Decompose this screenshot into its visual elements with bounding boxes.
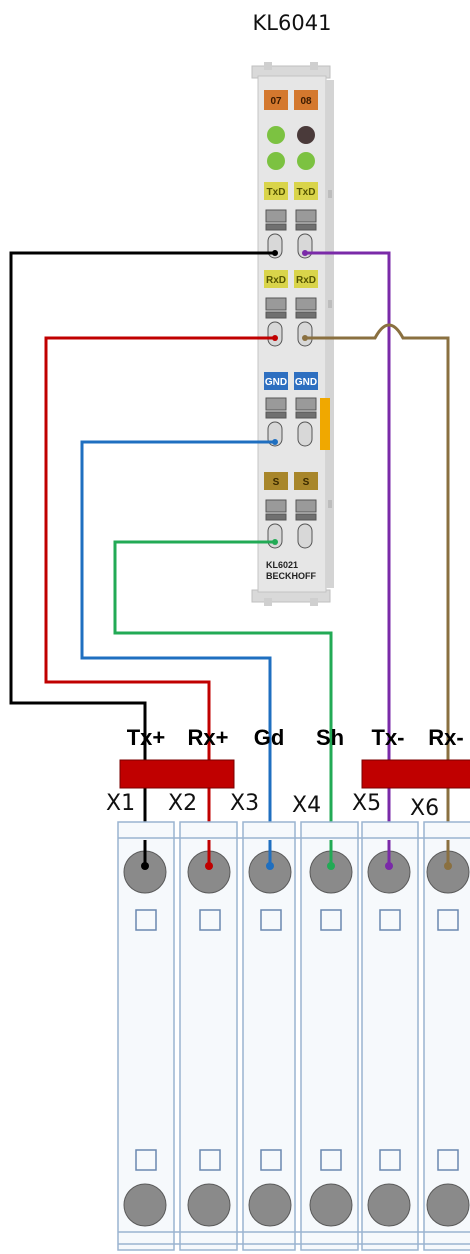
- led-run-2: [267, 152, 285, 170]
- terminal-label-rx-minus: Rx-: [428, 725, 463, 750]
- wire-x4-green: [113, 540, 333, 865]
- tag-08: 08: [300, 96, 312, 107]
- tag-gnd-1: GND: [265, 377, 287, 388]
- wire-x3-blue: [80, 440, 275, 865]
- module-model: KL6021: [266, 560, 298, 570]
- terminal-label-tx-plus: Tx+: [127, 725, 166, 750]
- tag-rxd-1: RxD: [266, 275, 286, 286]
- red-bar-right: [361, 759, 470, 789]
- tag-s-2: S: [303, 477, 310, 488]
- wire-x5-purple: [305, 251, 391, 865]
- terminal-block: [117, 759, 470, 1251]
- tag-rxd-2: RxD: [296, 275, 316, 286]
- bus-terminal-module: 07 08 TxD TxD RxD RxD GND GND S S: [251, 62, 334, 606]
- wire-x2-red: [44, 336, 275, 865]
- terminal-label-rx-plus: Rx+: [188, 725, 229, 750]
- x-label-4: X4: [292, 793, 321, 818]
- terminal-label-gd: Gd: [254, 725, 285, 750]
- led-run-3: [297, 152, 315, 170]
- tag-gnd-2: GND: [295, 377, 317, 388]
- tag-07: 07: [270, 96, 282, 107]
- wire-x6-brown: [305, 323, 450, 865]
- x-label-1: X1: [106, 791, 135, 816]
- tag-txd-1: TxD: [267, 187, 286, 198]
- terminal-signal-labels: Tx+ Rx+ Gd Sh Tx- Rx-: [127, 725, 464, 750]
- led-run-1: [267, 126, 285, 144]
- module-brand: BECKHOFF: [266, 571, 316, 581]
- wire-x1-black: [9, 251, 275, 865]
- terminal-label-tx-minus: Tx-: [372, 725, 405, 750]
- red-bar-left: [119, 759, 235, 789]
- wires: [9, 250, 450, 865]
- tag-txd-2: TxD: [297, 187, 316, 198]
- terminal-label-sh: Sh: [316, 725, 344, 750]
- tag-s-1: S: [273, 477, 280, 488]
- led-err-1: [297, 126, 315, 144]
- x-label-2: X2: [168, 791, 197, 816]
- x-label-6: X6: [410, 796, 439, 821]
- diagram-title: KL6041: [253, 11, 332, 35]
- x-label-5: X5: [352, 791, 381, 816]
- x-label-3: X3: [230, 791, 259, 816]
- x-labels: X1 X2 X3 X4 X5 X6: [106, 791, 439, 821]
